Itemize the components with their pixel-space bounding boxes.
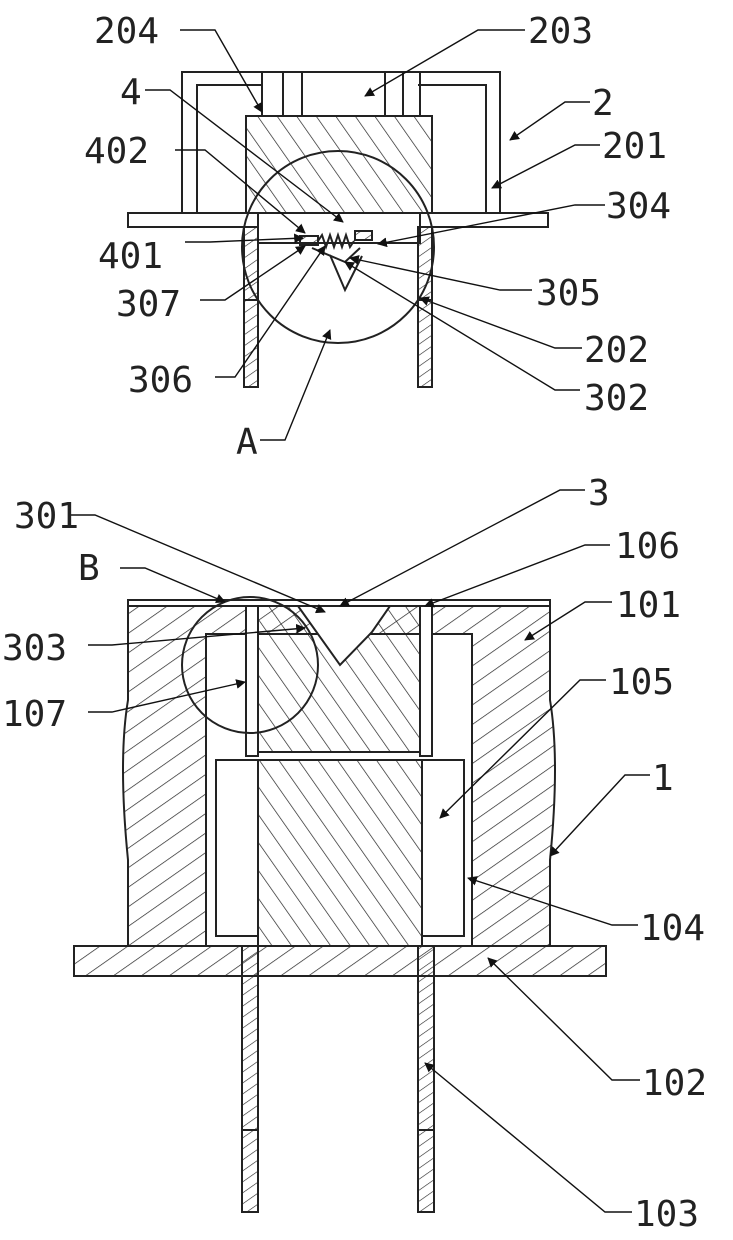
label-203: 203: [528, 11, 593, 52]
label-302: 302: [584, 378, 649, 419]
label-401: 401: [98, 236, 163, 277]
label-B: B: [78, 548, 100, 589]
base-plate: [74, 946, 606, 976]
label-1: 1: [652, 758, 674, 799]
label-4: 4: [120, 72, 142, 113]
label-306: 306: [128, 360, 193, 401]
plug-block: [246, 116, 432, 213]
label-A: A: [236, 422, 258, 463]
label-3: 3: [588, 473, 610, 514]
label-202: 202: [584, 330, 649, 371]
label-105: 105: [609, 662, 674, 703]
label-102: 102: [642, 1063, 707, 1104]
top-assembly: [128, 72, 548, 387]
label-204: 204: [94, 11, 159, 52]
rail-right: [420, 606, 432, 756]
lower-block: [258, 760, 422, 946]
label-107: 107: [2, 694, 67, 735]
label-101: 101: [616, 585, 681, 626]
pin-left-top: [244, 227, 258, 387]
label-201: 201: [602, 126, 667, 167]
bottom-assembly: [74, 597, 606, 1212]
label-303: 303: [2, 628, 67, 669]
label-106: 106: [615, 526, 680, 567]
label-307: 307: [116, 284, 181, 325]
label-402: 402: [84, 131, 149, 172]
label-304: 304: [606, 186, 671, 227]
label-2: 2: [592, 83, 614, 124]
label-305: 305: [536, 273, 601, 314]
label-104: 104: [640, 908, 705, 949]
leg-right: [418, 946, 434, 1212]
label-301: 301: [14, 496, 79, 537]
leg-left: [242, 946, 258, 1212]
label-103: 103: [634, 1194, 699, 1235]
